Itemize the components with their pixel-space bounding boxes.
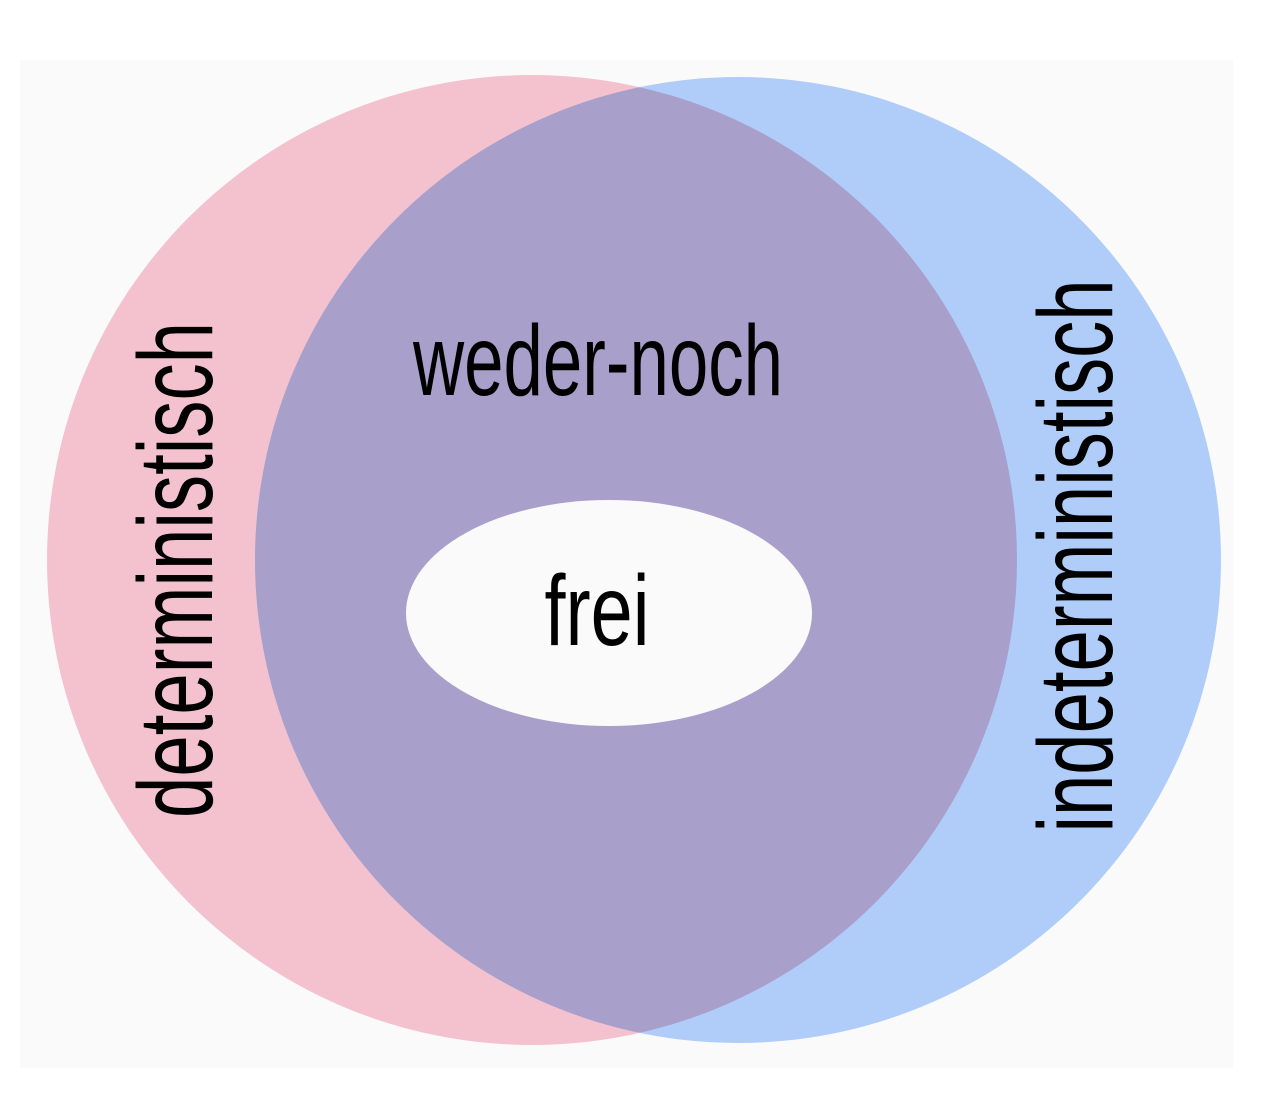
label-deterministisch: deterministisch — [117, 322, 235, 818]
set-frei — [406, 500, 812, 726]
label-indeterministisch: indeterministisch — [1017, 280, 1135, 833]
label-frei: frei — [545, 555, 650, 667]
label-weder-noch: weder-noch — [412, 305, 783, 417]
